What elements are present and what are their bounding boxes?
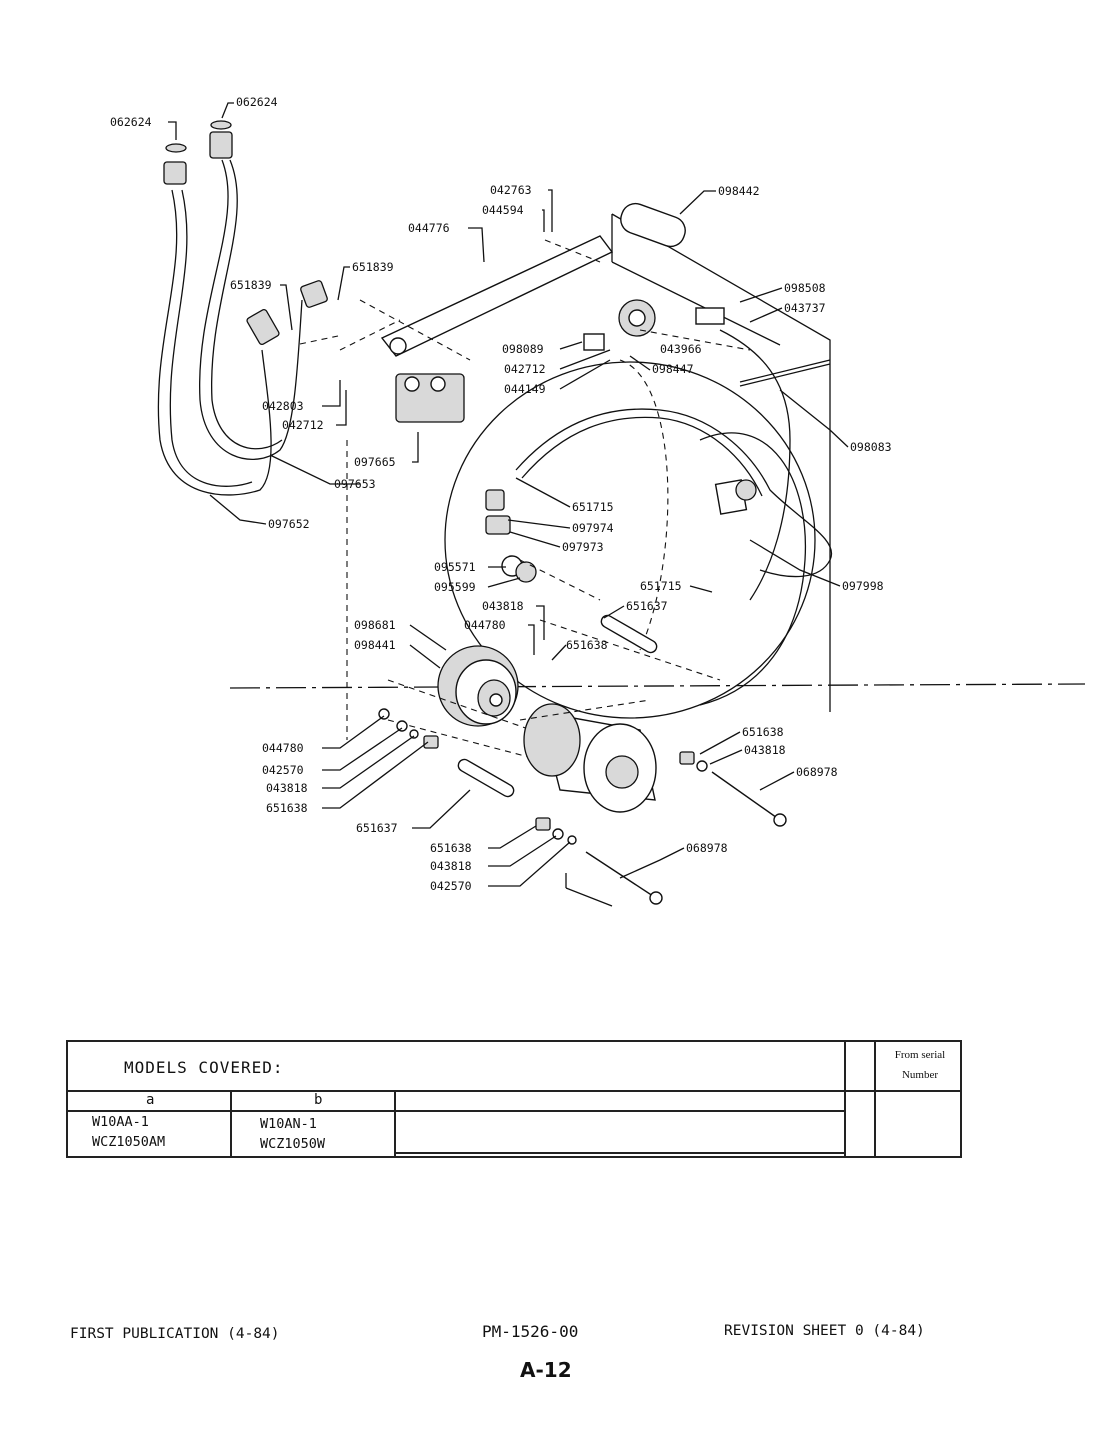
model-number: W10AA-1 xyxy=(92,1114,149,1130)
table-divider xyxy=(394,1152,844,1154)
part-label: 098447 xyxy=(652,362,694,376)
table-divider xyxy=(874,1090,962,1092)
connector-lines xyxy=(299,239,751,681)
serial-header: From serial Number xyxy=(878,1045,962,1085)
part-label: 044780 xyxy=(262,741,304,755)
part-label: 098508 xyxy=(784,281,826,295)
part-label: 097653 xyxy=(334,477,376,491)
drain-hose xyxy=(485,408,833,583)
part-label: 651839 xyxy=(352,260,394,274)
spacer-tubes xyxy=(457,614,658,798)
part-label: 098681 xyxy=(354,618,396,632)
part-label: 044149 xyxy=(504,382,546,396)
models-title: MODELS COVERED: xyxy=(124,1058,284,1077)
part-label: 043818 xyxy=(744,743,786,757)
part-label: 043737 xyxy=(784,301,826,315)
part-label: 651638 xyxy=(430,841,472,855)
cabinet-outline xyxy=(346,213,831,907)
part-label: 042712 xyxy=(504,362,546,376)
part-label: 097974 xyxy=(572,521,614,535)
part-label: 043818 xyxy=(430,859,472,873)
part-label: 651638 xyxy=(566,638,608,652)
pulley xyxy=(387,645,561,761)
part-label: 097652 xyxy=(268,517,310,531)
part-label: 042570 xyxy=(262,763,304,777)
table-divider xyxy=(68,1110,844,1112)
part-label: 042763 xyxy=(490,183,532,197)
part-label: 068978 xyxy=(686,841,728,855)
leader-lines xyxy=(168,102,849,887)
first-publication: FIRST PUBLICATION (4-84) xyxy=(70,1326,280,1342)
part-label: 044594 xyxy=(482,203,524,217)
part-label: 651715 xyxy=(572,500,614,514)
column-header-b: b xyxy=(314,1092,323,1108)
model-list-a: W10AA-1 WCZ1050AM xyxy=(92,1112,165,1152)
table-divider xyxy=(394,1090,396,1156)
top-brace xyxy=(339,235,614,423)
part-label: 097665 xyxy=(354,455,396,469)
part-label: 062624 xyxy=(236,95,278,109)
part-label: 651638 xyxy=(742,725,784,739)
part-label: 044776 xyxy=(408,221,450,235)
document-number: PM-1526-00 xyxy=(482,1322,579,1341)
part-label: 651839 xyxy=(230,278,272,292)
part-label: 042803 xyxy=(262,399,304,413)
capacitor-timer xyxy=(583,202,791,601)
drum xyxy=(444,359,816,719)
part-label: 042570 xyxy=(430,879,472,893)
model-number: WCZ1050AM xyxy=(92,1134,166,1150)
models-covered-table: MODELS COVERED: From serial Number a b W… xyxy=(66,1040,962,1158)
model-list-b: W10AN-1 WCZ1050W xyxy=(260,1114,325,1154)
part-label: 651638 xyxy=(266,801,308,815)
part-label: 097973 xyxy=(562,540,604,554)
part-label: 044780 xyxy=(464,618,506,632)
part-label: 097998 xyxy=(842,579,884,593)
serial-header-line1: From serial xyxy=(894,1049,946,1061)
part-label: 098089 xyxy=(502,342,544,356)
part-label: 098441 xyxy=(354,638,396,652)
column-header-a: a xyxy=(146,1092,155,1108)
part-label: 043818 xyxy=(266,781,308,795)
part-label: 068978 xyxy=(796,765,838,779)
part-label: 095571 xyxy=(434,560,476,574)
part-label: 098442 xyxy=(718,184,760,198)
part-label: 651637 xyxy=(626,599,668,613)
part-label: 062624 xyxy=(110,115,152,129)
revision-sheet: REVISION SHEET 0 (4-84) xyxy=(724,1323,925,1339)
scan-line xyxy=(229,683,1086,689)
part-label: 043966 xyxy=(660,342,702,356)
table-divider xyxy=(68,1090,874,1092)
table-divider xyxy=(230,1090,232,1156)
table-divider xyxy=(844,1042,846,1156)
part-label: 651637 xyxy=(356,821,398,835)
motor xyxy=(519,699,657,813)
serial-header-line2: Number xyxy=(901,1069,939,1081)
bolts xyxy=(378,708,787,905)
part-label: 042712 xyxy=(282,418,324,432)
parts-diagram: 062624 062624 042763 044594 098442 04477… xyxy=(110,95,1086,907)
model-number: WCZ1050W xyxy=(260,1136,326,1152)
page-number: A-12 xyxy=(520,1358,572,1382)
inlet-hoses xyxy=(157,120,328,496)
part-labels: 062624 062624 042763 044594 098442 04477… xyxy=(110,95,892,893)
part-label: 651715 xyxy=(640,579,682,593)
part-label: 098083 xyxy=(850,440,892,454)
part-label: 095599 xyxy=(434,580,476,594)
model-number: W10AN-1 xyxy=(260,1116,317,1132)
part-label: 043818 xyxy=(482,599,524,613)
table-divider xyxy=(874,1042,876,1156)
